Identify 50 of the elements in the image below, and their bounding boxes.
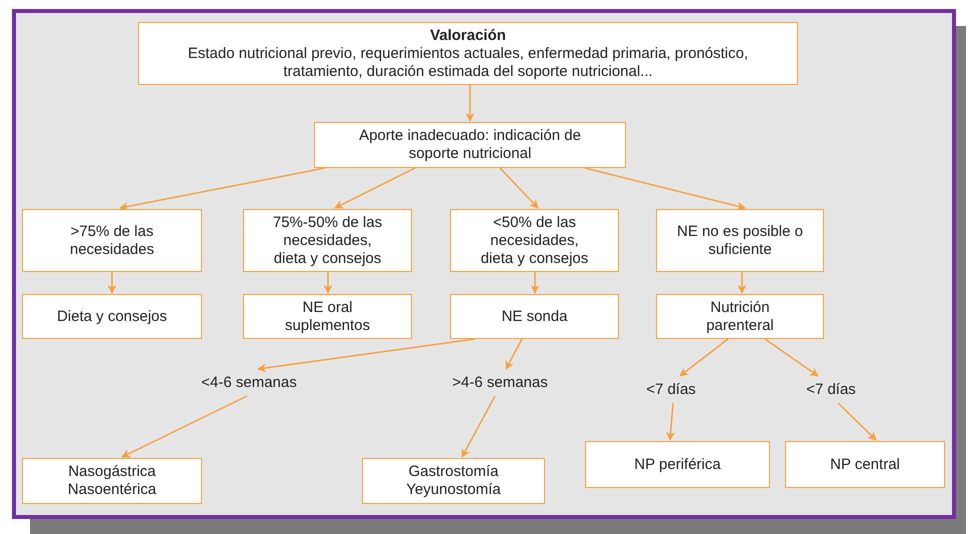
arrow bbox=[108, 272, 116, 294]
box-text: <50% de las necesidades, dieta y consejos bbox=[480, 214, 590, 268]
arrow bbox=[461, 396, 496, 458]
box-heading: Valoración bbox=[430, 26, 506, 44]
process-box bbox=[656, 209, 824, 272]
arrow bbox=[121, 395, 248, 458]
branch-label: <7 días bbox=[806, 381, 856, 399]
process-box bbox=[314, 122, 626, 168]
process-box bbox=[22, 209, 202, 272]
arrow bbox=[324, 272, 332, 294]
arrow bbox=[679, 338, 728, 377]
arrow bbox=[499, 167, 539, 209]
box-text: Estado nutricional previo, requerimientos actuales, enfermedad primaria, pronóstico, tratamiento, duración estimada del soporte nutricional... bbox=[186, 44, 750, 80]
arrow bbox=[334, 167, 416, 209]
box-text: Nasogástrica Nasoentérica bbox=[66, 463, 158, 499]
process-box bbox=[785, 441, 945, 488]
process-box bbox=[656, 294, 824, 339]
arrow bbox=[584, 167, 746, 210]
branch-label: <4-6 semanas bbox=[201, 374, 297, 392]
box-text: Gastrostomía Yeyunostomía bbox=[405, 463, 502, 499]
box-text: NE oral suplementos bbox=[284, 298, 372, 334]
box-text: >75% de las necesidades bbox=[68, 222, 156, 258]
arrow bbox=[530, 272, 540, 294]
process-box bbox=[585, 441, 770, 488]
box-text: NP periférica bbox=[634, 456, 721, 474]
branch-label: >4-6 semanas bbox=[452, 374, 548, 392]
box-text: NP central bbox=[830, 456, 900, 474]
process-box bbox=[362, 458, 545, 504]
process-box bbox=[243, 209, 412, 272]
arrow bbox=[119, 167, 326, 211]
arrow bbox=[738, 272, 746, 294]
arrow bbox=[666, 402, 676, 441]
arrow bbox=[257, 338, 476, 372]
box-text: Dieta y consejos bbox=[56, 308, 168, 326]
assessment-box bbox=[138, 22, 798, 85]
process-box bbox=[22, 294, 202, 339]
box-text: NE no es posible o suficiente bbox=[676, 222, 804, 258]
process-box bbox=[450, 209, 619, 272]
process-box bbox=[450, 294, 619, 339]
arrow bbox=[505, 338, 523, 370]
arrow bbox=[837, 402, 877, 441]
process-box bbox=[22, 458, 202, 504]
process-box bbox=[243, 294, 412, 339]
box-text: 75%-50% de las necesidades, dieta y consejos bbox=[272, 214, 384, 268]
box-text: NE sonda bbox=[502, 308, 568, 326]
arrow bbox=[466, 85, 474, 122]
box-text: Aporte inadecuado: indicación de soporte nutricional bbox=[358, 127, 582, 163]
box-text: Nutrición parenteral bbox=[705, 298, 775, 334]
arrow bbox=[764, 338, 819, 377]
branch-label: <7 días bbox=[646, 381, 696, 399]
